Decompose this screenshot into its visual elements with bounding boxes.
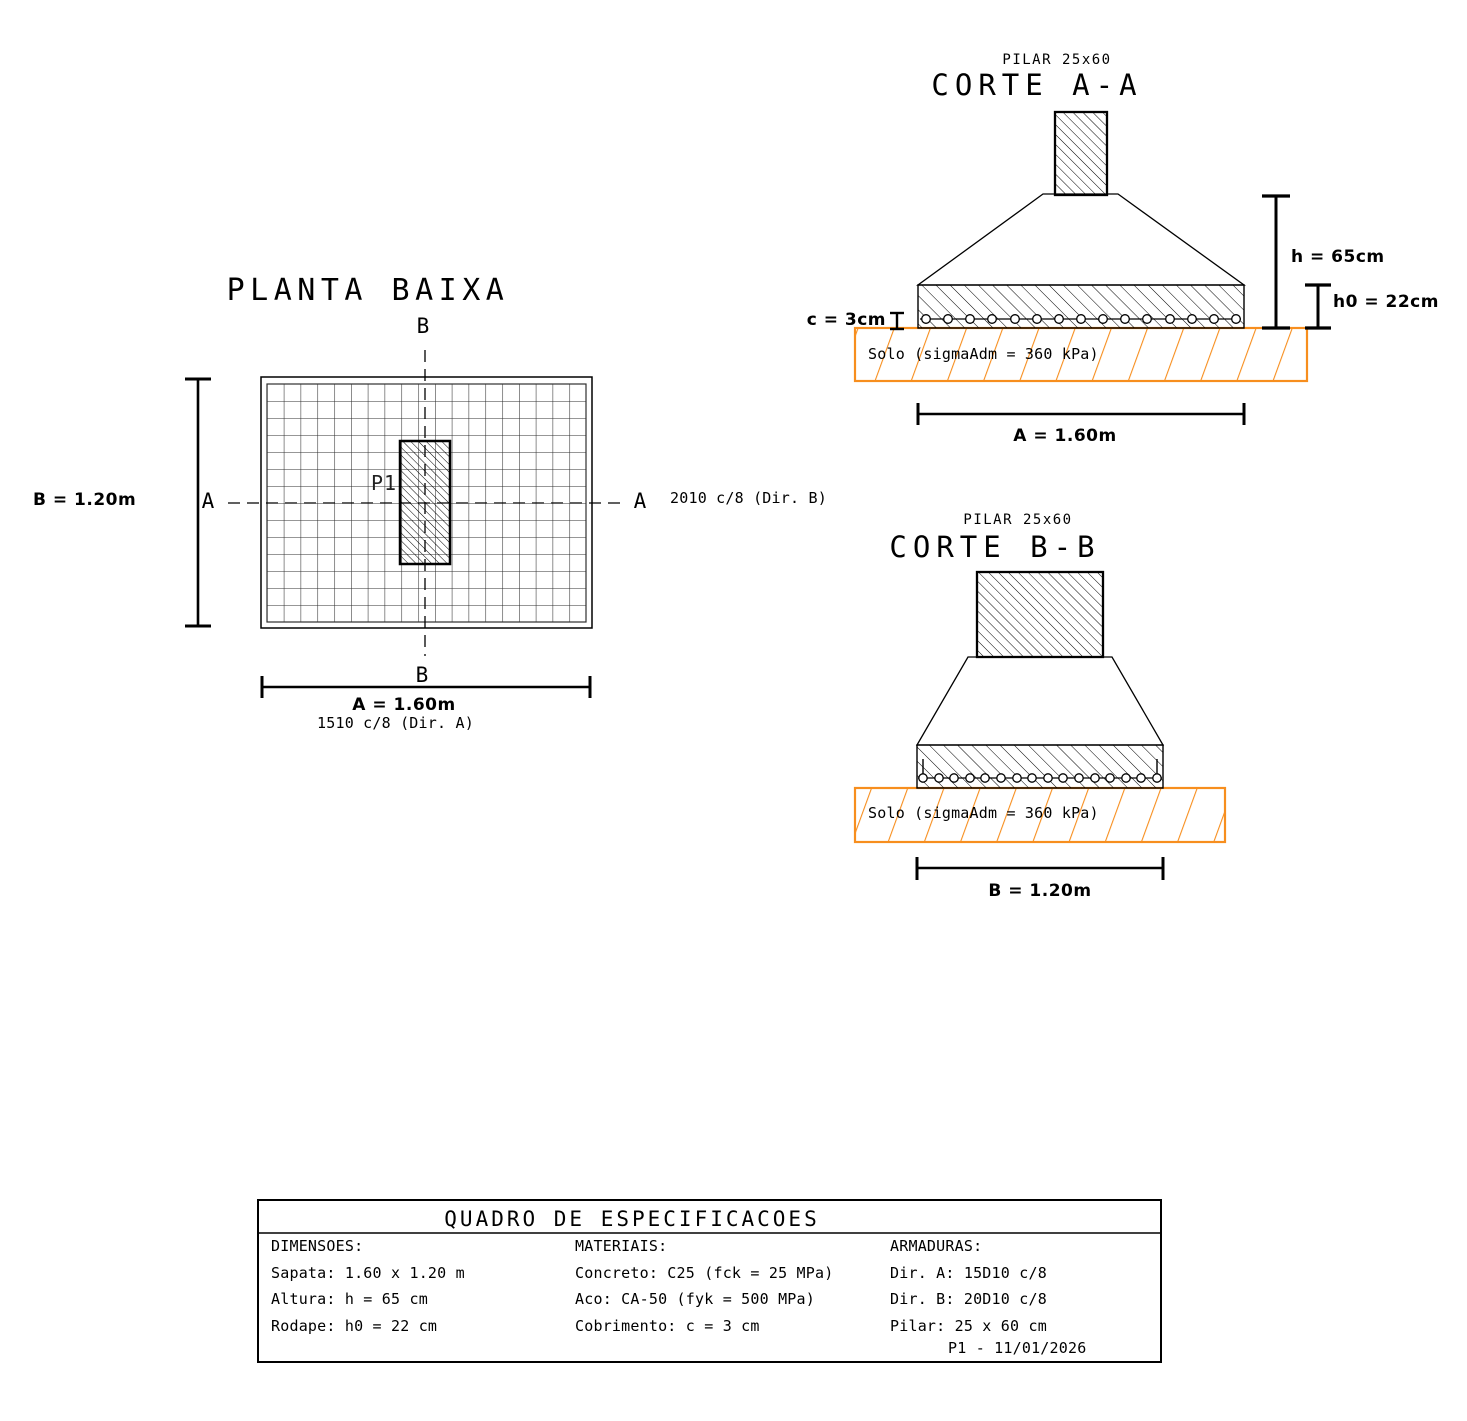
spec-row: Concreto: C25 (fck = 25 MPa) [575,1264,833,1282]
axis-label-a-right: A [634,489,647,513]
planta-baixa-view: PLANTA BAIXA P1 B B A A 2010 c/8 (Dir. B… [33,273,827,732]
spec-row: Pilar: 25 x 60 cm [890,1317,1047,1335]
spec-row: Dir. B: 20D10 c/8 [890,1290,1047,1308]
spec-row: Rodape: h0 = 22 cm [271,1317,437,1335]
dimension-a-aa: A = 1.60m [916,403,1246,446]
dim-b-label: B = 1.20m [33,490,136,510]
dimension-h: h = 65cm [1262,194,1385,330]
rodape-label: h0 = 22cm [1333,292,1439,312]
dim-b-bb-label: B = 1.20m [988,881,1091,901]
soil-hatch-aa [853,326,1309,383]
rebar-bars-aa [920,314,1241,324]
spec-header-materiais: MATERIAIS: [575,1237,667,1255]
dimension-cover: c = 3cm [807,310,904,331]
column-hatch-bb [975,570,1105,659]
soil-label-bb: Solo (sigmaAdm = 360 kPa) [868,804,1099,822]
spec-table: QUADRO DE ESPECIFICACOES DIMENSOES: Sapa… [257,1199,1162,1363]
axis-label-b-bottom: B [416,663,429,687]
soil-label-aa: Solo (sigmaAdm = 360 kPa) [868,345,1099,363]
dimension-a-160: A = 1.60m 1510 c/8 (Dir. A) [260,676,592,732]
spec-row: Sapata: 1.60 x 1.20 m [271,1264,465,1282]
spec-row: Cobrimento: c = 3 cm [575,1317,760,1335]
axis-label-b-top: B [417,314,430,338]
column-hatch-aa [1053,110,1109,197]
corte-aa-title: CORTE A-A [931,68,1142,102]
spec-table-title: QUADRO DE ESPECIFICACOES [444,1207,819,1231]
corte-aa-pilar-label: PILAR 25x60 [1002,52,1111,68]
spec-header-dimensoes: DIMENSOES: [271,1237,363,1255]
dim-a-aa-label: A = 1.60m [1013,426,1116,446]
corte-bb-title: CORTE B-B [889,530,1100,564]
footing-slab-bb [916,744,1164,789]
cover-label: c = 3cm [807,310,886,330]
dimension-b-120: B = 1.20m [33,377,211,628]
dim-a-label: A = 1.60m [352,695,455,715]
rebar-bars-bb [918,759,1162,783]
spec-col-dimensoes: DIMENSOES: Sapata: 1.60 x 1.20 m Altura:… [271,1237,465,1335]
pillar-p1-label: P1 [371,471,397,495]
corte-aa-view: PILAR 25x60 CORTE A-A Solo (sigmaAdm = 3… [807,52,1439,446]
spec-col-materiais: MATERIAIS: Concreto: C25 (fck = 25 MPa) … [575,1237,833,1335]
rebar-note-dir-b: 2010 c/8 (Dir. B) [670,489,827,507]
rebar-note-dir-a: 1510 c/8 (Dir. A) [317,714,474,732]
spec-table-border [257,1199,1162,1363]
axis-label-a-left: A [202,489,215,513]
soil-hatch-bb [853,786,1227,844]
spec-header-armaduras: ARMADURAS: [890,1237,982,1255]
spec-row: Altura: h = 65 cm [271,1290,428,1308]
spec-row: Aco: CA-50 (fyk = 500 MPa) [575,1290,815,1308]
dimension-b-bb: B = 1.20m [915,857,1165,901]
spec-col-armaduras: ARMADURAS: Dir. A: 15D10 c/8 Dir. B: 20D… [890,1237,1047,1335]
dimension-h0: h0 = 22cm [1305,283,1439,330]
planta-title: PLANTA BAIXA [227,273,510,308]
spec-row: Dir. A: 15D10 c/8 [890,1264,1047,1282]
spec-table-footer: P1 - 11/01/2026 [948,1339,1086,1357]
corte-bb-pilar-label: PILAR 25x60 [963,512,1072,528]
corte-bb-view: PILAR 25x60 CORTE B-B Solo (sigmaAdm = 3… [853,512,1227,901]
height-label: h = 65cm [1291,247,1385,267]
